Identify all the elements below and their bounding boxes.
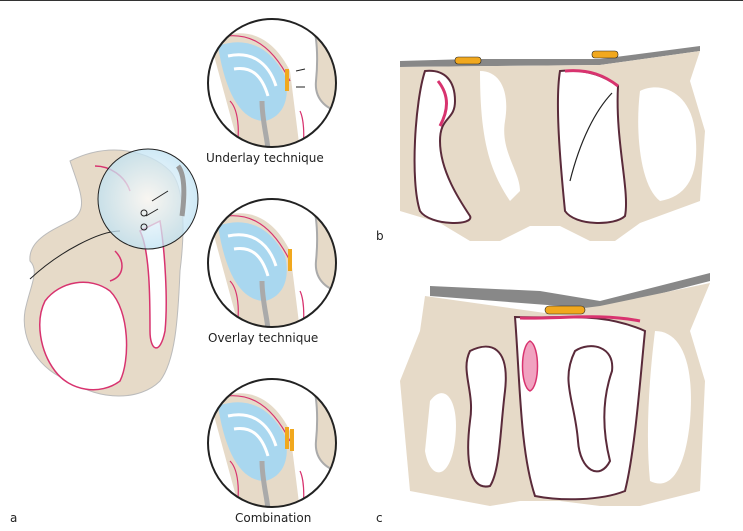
inset-underlay: [207, 18, 337, 148]
panel-c-coronal: [400, 273, 710, 506]
inset-overlay: [207, 198, 337, 328]
panel-a-sinus: [23, 148, 199, 397]
inset-label-combination: Combination: [235, 511, 312, 525]
panel-label-b: b: [376, 229, 384, 243]
panel-label-a: a: [10, 511, 18, 525]
panel-label-c: c: [376, 511, 383, 525]
panel-b-coronal: [400, 46, 705, 241]
inset-label-overlay: Overlay technique: [208, 331, 319, 345]
inset-combination: [207, 378, 337, 508]
inset-label-underlay: Underlay technique: [206, 151, 324, 165]
